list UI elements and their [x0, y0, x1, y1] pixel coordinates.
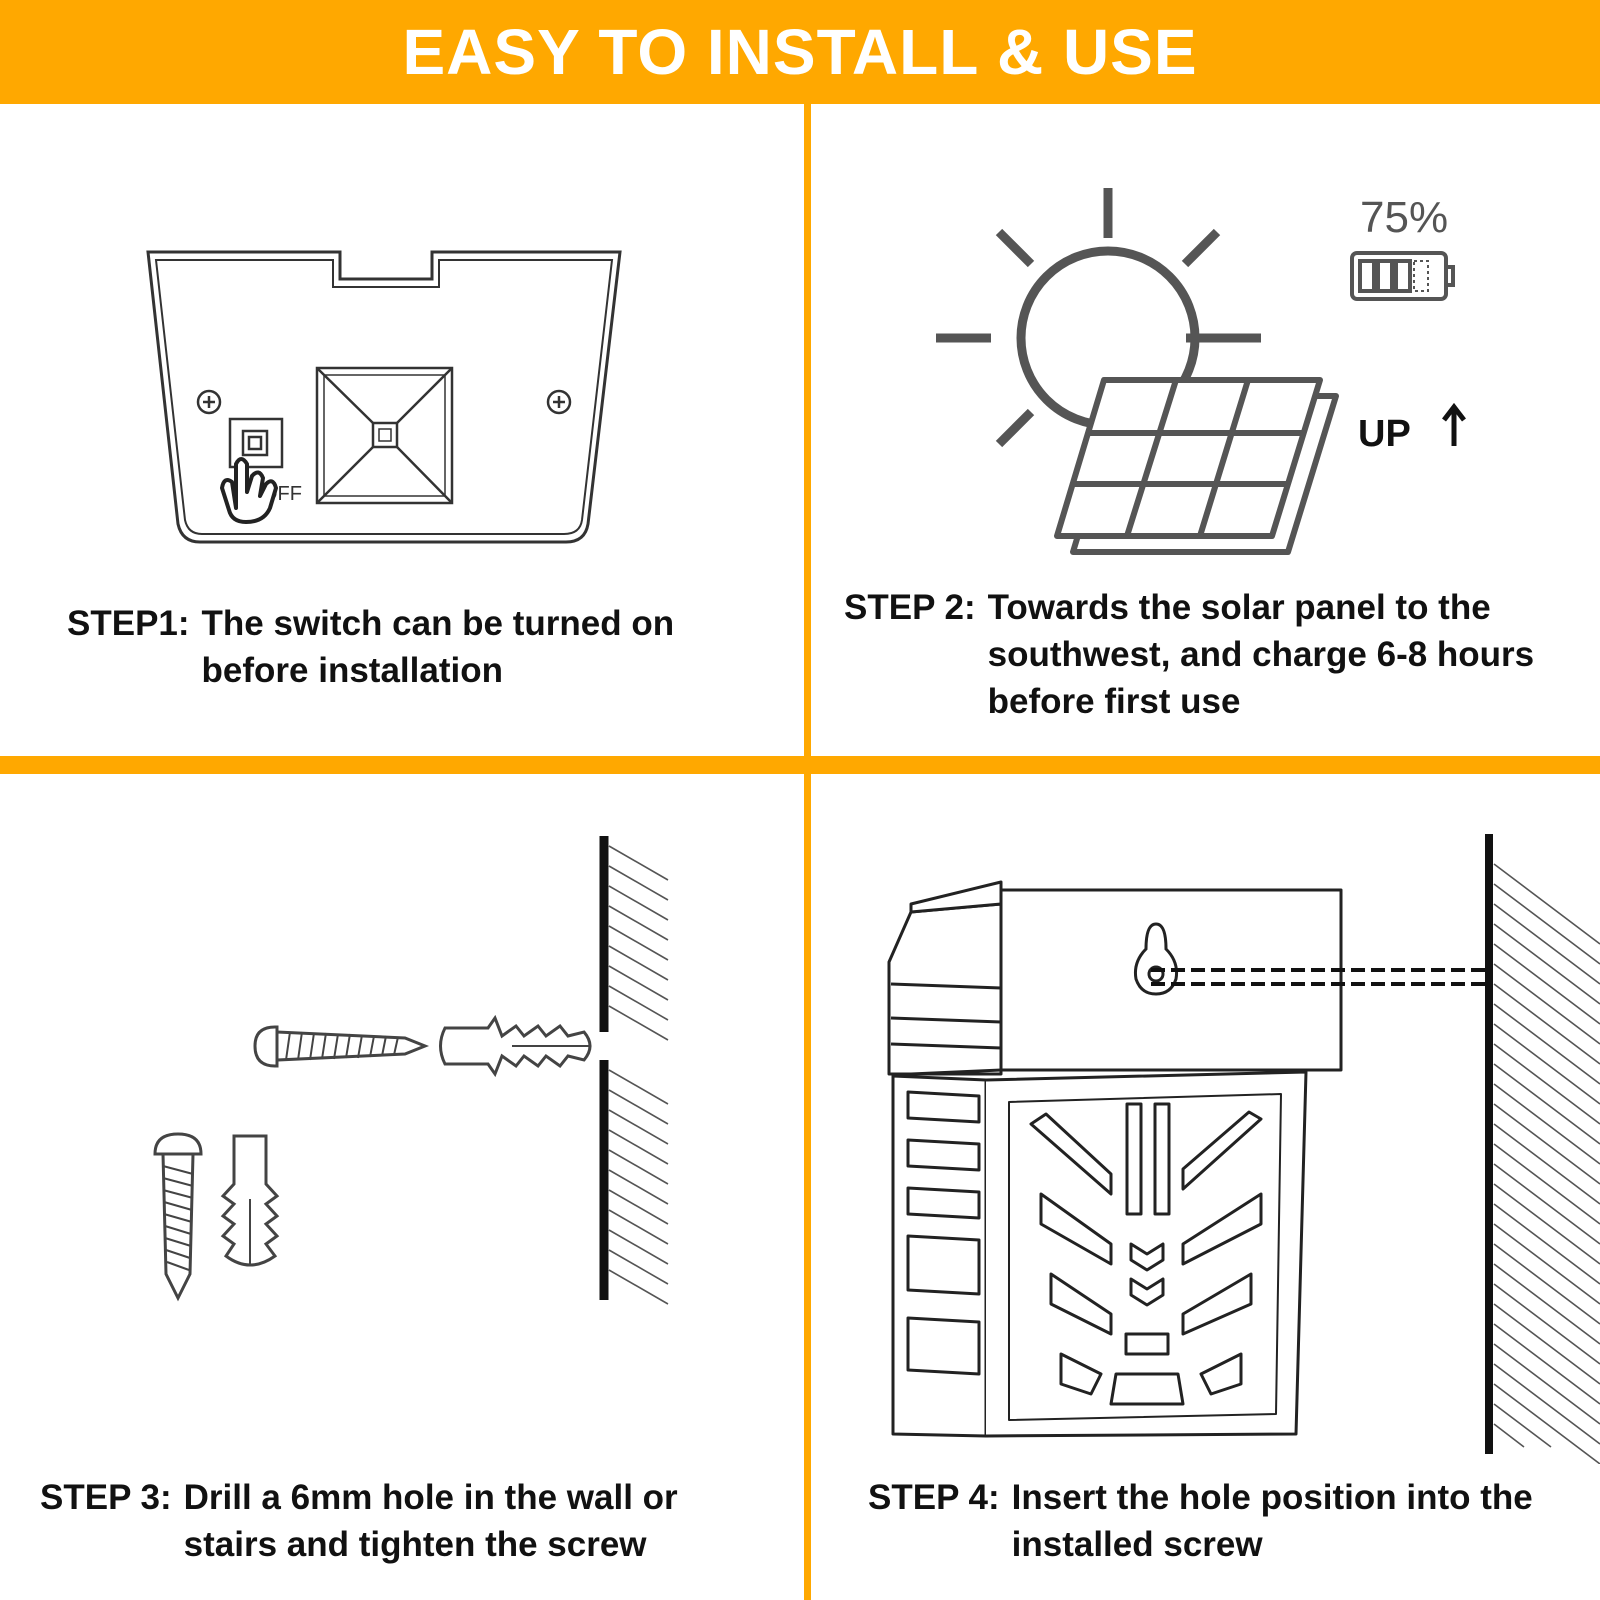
step3-illustration [153, 836, 669, 1305]
up-arrow-icon [1442, 402, 1466, 446]
led-lens-icon [315, 366, 454, 505]
step1-label: STEP1: [67, 604, 190, 643]
screw-icon [196, 389, 222, 415]
solar-panel-icon [1054, 377, 1339, 555]
step3-text: Drill a 6mm hole in the wall or stairs a… [183, 1478, 678, 1564]
step2-label: STEP 2: [844, 588, 976, 627]
step2-panel: 75% UP STEP 2: Towards the solar panel t… [811, 104, 1600, 756]
step4-illustration [887, 834, 1600, 1464]
step1-text: The switch can be turned on before insta… [201, 604, 675, 690]
step1-instruction: STEP1: The switch can be turned on befor… [67, 600, 787, 694]
step2-instruction: STEP 2: Towards the solar panel to the s… [844, 584, 1600, 725]
step4-text: Insert the hole position into the instal… [1011, 1478, 1533, 1564]
screw-icon [546, 389, 572, 415]
title-banner: EASY TO INSTALL & USE [0, 0, 1600, 104]
screw-icon [153, 1132, 203, 1302]
step3-panel: STEP 3: Drill a 6mm hole in the wall or … [0, 774, 804, 1600]
step3-instruction: STEP 3: Drill a 6mm hole in the wall or … [40, 1474, 780, 1568]
vertical-divider [804, 104, 811, 1600]
wall-anchor-icon [220, 1134, 280, 1267]
wall-icon [1485, 834, 1600, 1464]
battery-icon [1350, 251, 1455, 301]
pointing-hand-icon [220, 457, 278, 524]
step4-panel: STEP 4: Insert the hole position into th… [811, 774, 1600, 1600]
direction-label: UP [1358, 413, 1411, 455]
step4-label: STEP 4: [868, 1478, 1000, 1517]
screw-icon [253, 1025, 430, 1068]
switch-button-icon [228, 417, 284, 469]
battery-percent: 75% [1360, 193, 1448, 242]
screw-alignment-guide [1151, 968, 1486, 986]
wall-anchor-icon [439, 1014, 592, 1078]
horizontal-divider [0, 756, 1600, 774]
wall-icon [599, 836, 669, 1305]
step3-label: STEP 3: [40, 1478, 172, 1517]
step4-instruction: STEP 4: Insert the hole position into th… [868, 1474, 1588, 1568]
step1-panel: OFF STEP1: The switch can be turned on b… [0, 104, 804, 756]
solar-light-icon [887, 880, 1343, 1438]
step2-text: Towards the solar panel to the southwest… [987, 588, 1535, 721]
page-title: EASY TO INSTALL & USE [402, 16, 1198, 88]
light-back-housing [146, 250, 622, 544]
step1-illustration: OFF [146, 250, 622, 544]
step2-illustration: 75% UP [936, 188, 1466, 555]
